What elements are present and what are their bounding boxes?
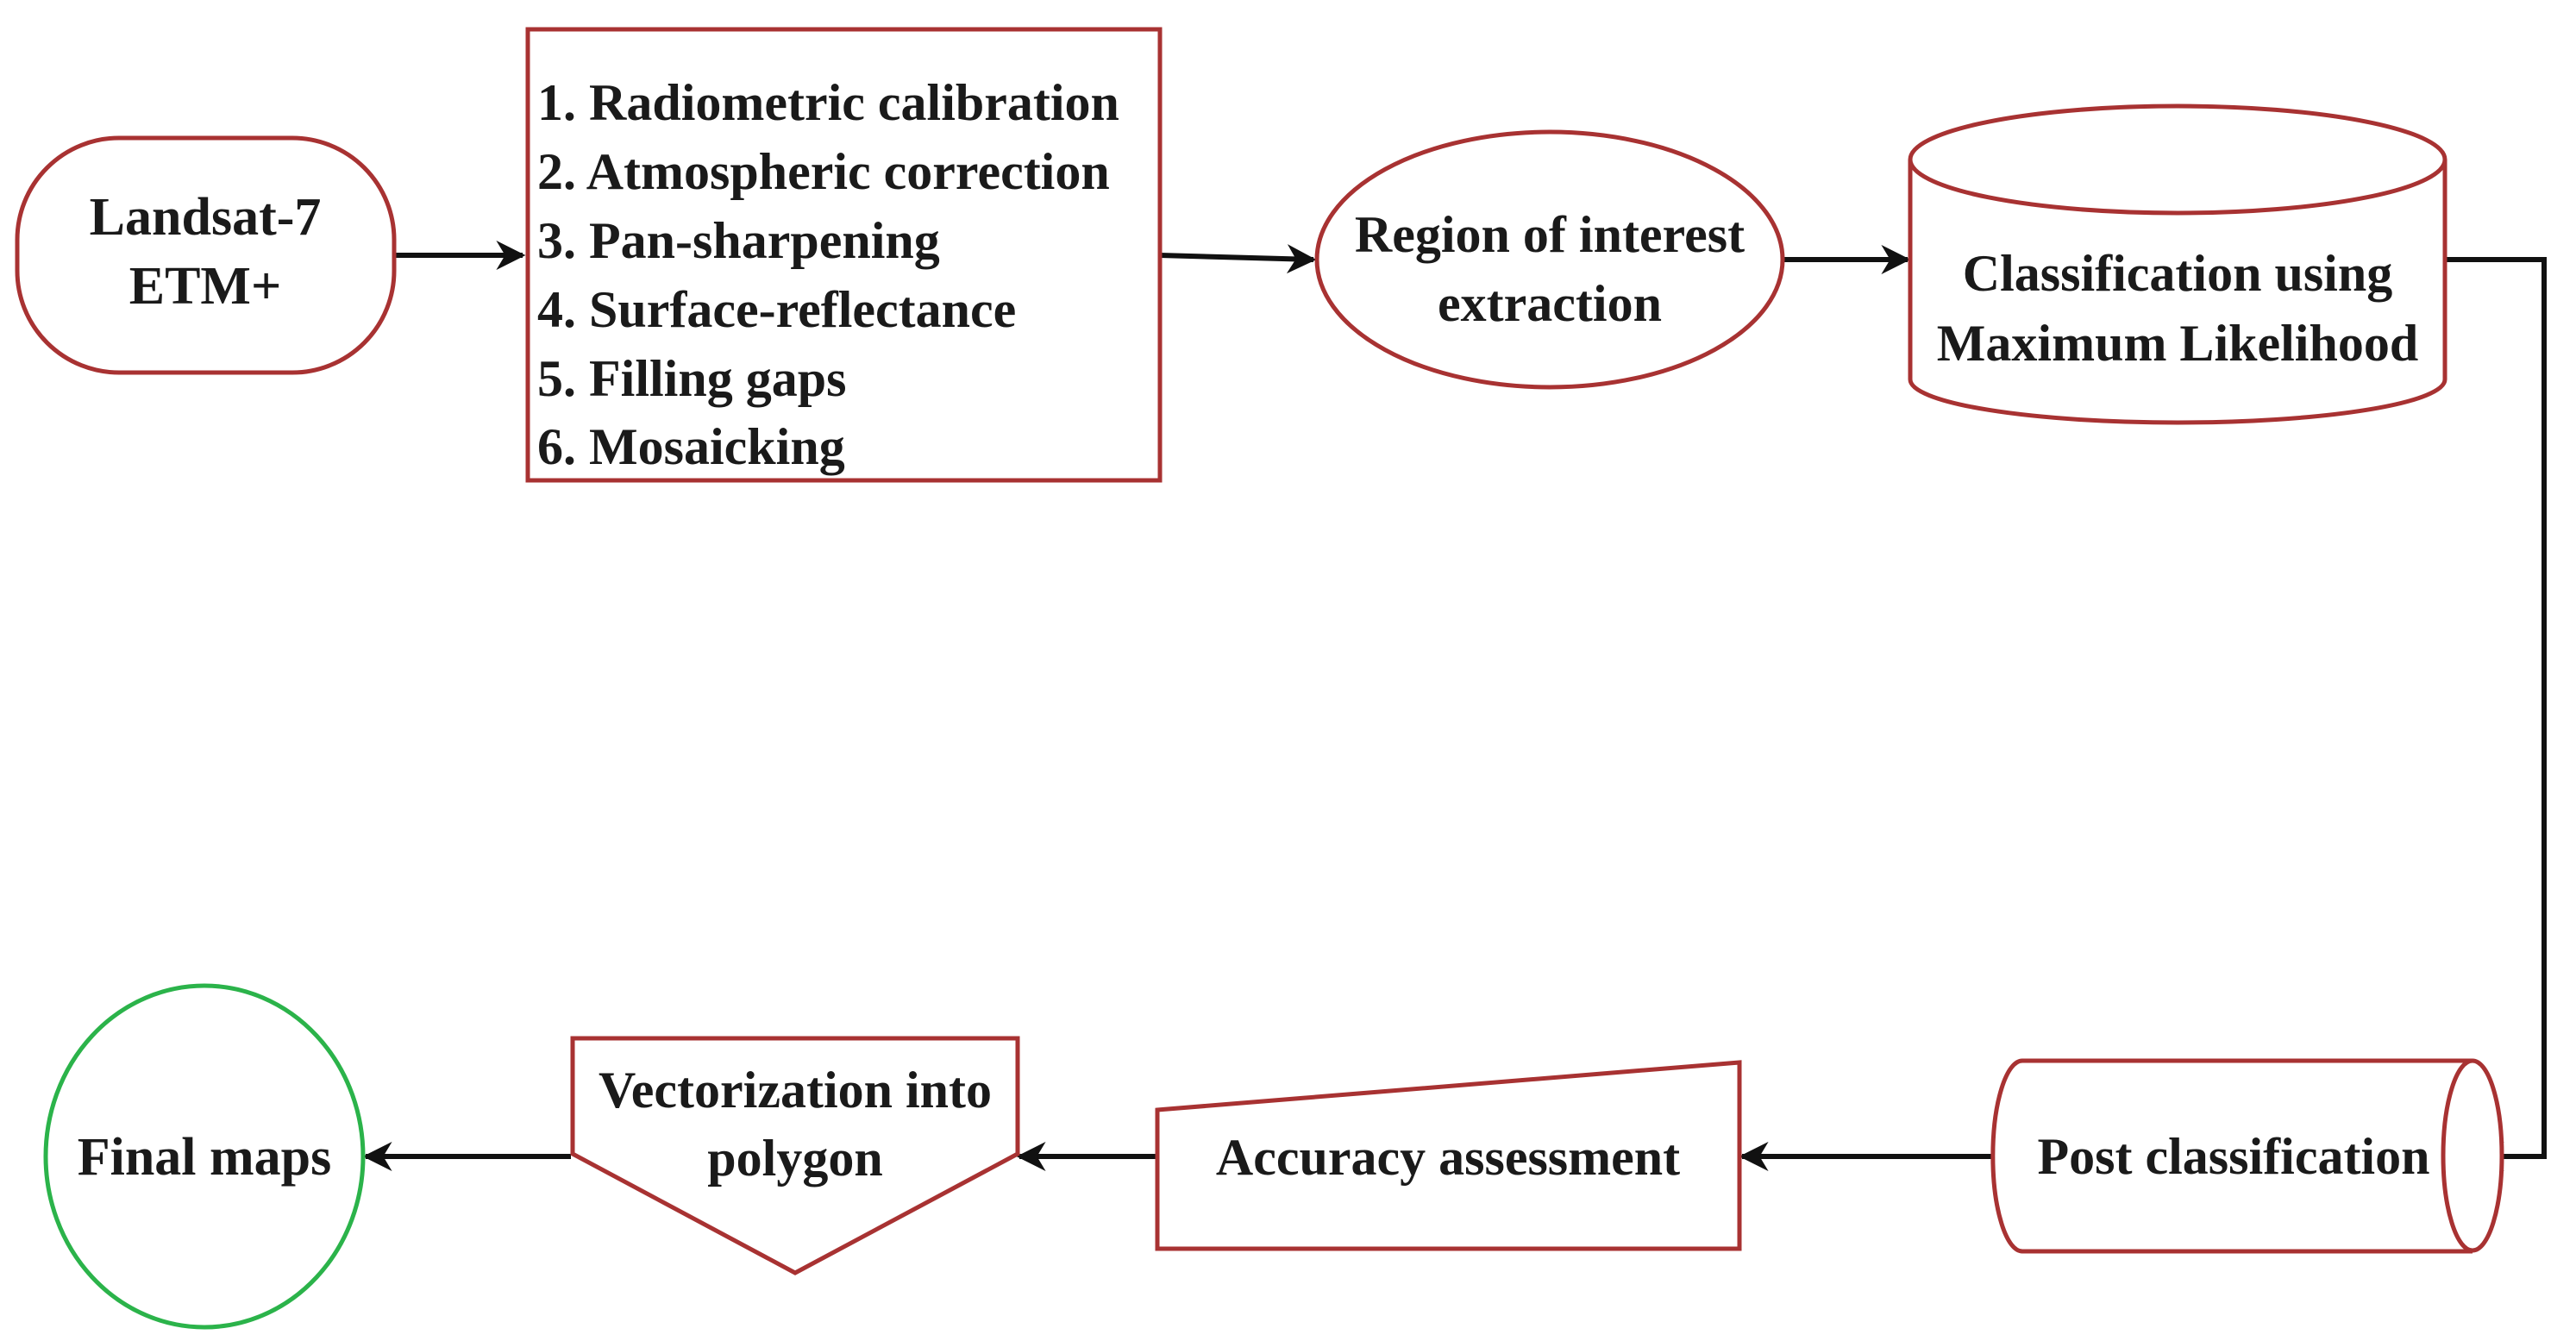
final-maps-label: Final maps <box>78 1128 332 1187</box>
accuracy-shape <box>1155 1060 1742 1251</box>
roi-label-line2: extraction <box>1438 275 1662 332</box>
accuracy-label: Accuracy assessment <box>1216 1129 1680 1186</box>
node-final-maps: Final maps <box>43 983 366 1330</box>
edges <box>362 241 2547 1171</box>
post-classification-label: Post classification <box>2038 1128 2430 1185</box>
edge-preprocessing-to-roi <box>1159 244 1317 274</box>
preprocessing-step-6: 6. Mosaicking <box>537 418 845 475</box>
classification-shape-top <box>1908 103 2448 216</box>
edge-classification-to-post-classification <box>2443 257 2547 1171</box>
post-classification-shape <box>1990 1058 2473 1254</box>
node-landsat: Landsat-7 ETM+ <box>15 135 397 375</box>
landsat-label-line1: Landsat-7 <box>90 188 322 247</box>
classification-label-line2: Maximum Likelihood <box>1937 315 2418 372</box>
vectorization-label-line2: polygon <box>707 1130 882 1187</box>
node-classification: Classification using Maximum Likelihood <box>1908 103 2448 425</box>
vectorization-shape <box>570 1036 1020 1275</box>
vectorization-label-line1: Vectorization into <box>599 1062 992 1119</box>
preprocessing-step-1: 1. Radiometric calibration <box>537 74 1119 131</box>
preprocessing-step-2: 2. Atmospheric correction <box>537 143 1110 200</box>
roi-label-line1: Region of interest <box>1355 206 1745 263</box>
preprocessing-step-4: 4. Surface-reflectance <box>537 281 1016 338</box>
preprocessing-step-3: 3. Pan-sharpening <box>537 212 940 269</box>
node-roi: Region of interest extraction <box>1314 129 1785 390</box>
classification-shape <box>1908 160 2448 425</box>
classification-label-line1: Classification using <box>1963 245 2392 302</box>
roi-shape <box>1314 129 1785 390</box>
landsat-shape <box>15 135 397 375</box>
node-preprocessing: 1. Radiometric calibration 2. Atmospheri… <box>525 27 1163 483</box>
post-classification-shape-end <box>2441 1058 2504 1253</box>
node-accuracy: Accuracy assessment <box>1155 1060 1742 1251</box>
landsat-label-line2: ETM+ <box>129 257 282 316</box>
final-maps-shape <box>43 983 366 1330</box>
node-vectorization: Vectorization into polygon <box>570 1036 1020 1275</box>
preprocessing-step-5: 5. Filling gaps <box>537 350 846 407</box>
node-post-classification: Post classification <box>1990 1058 2504 1254</box>
preprocessing-shape <box>525 27 1163 483</box>
